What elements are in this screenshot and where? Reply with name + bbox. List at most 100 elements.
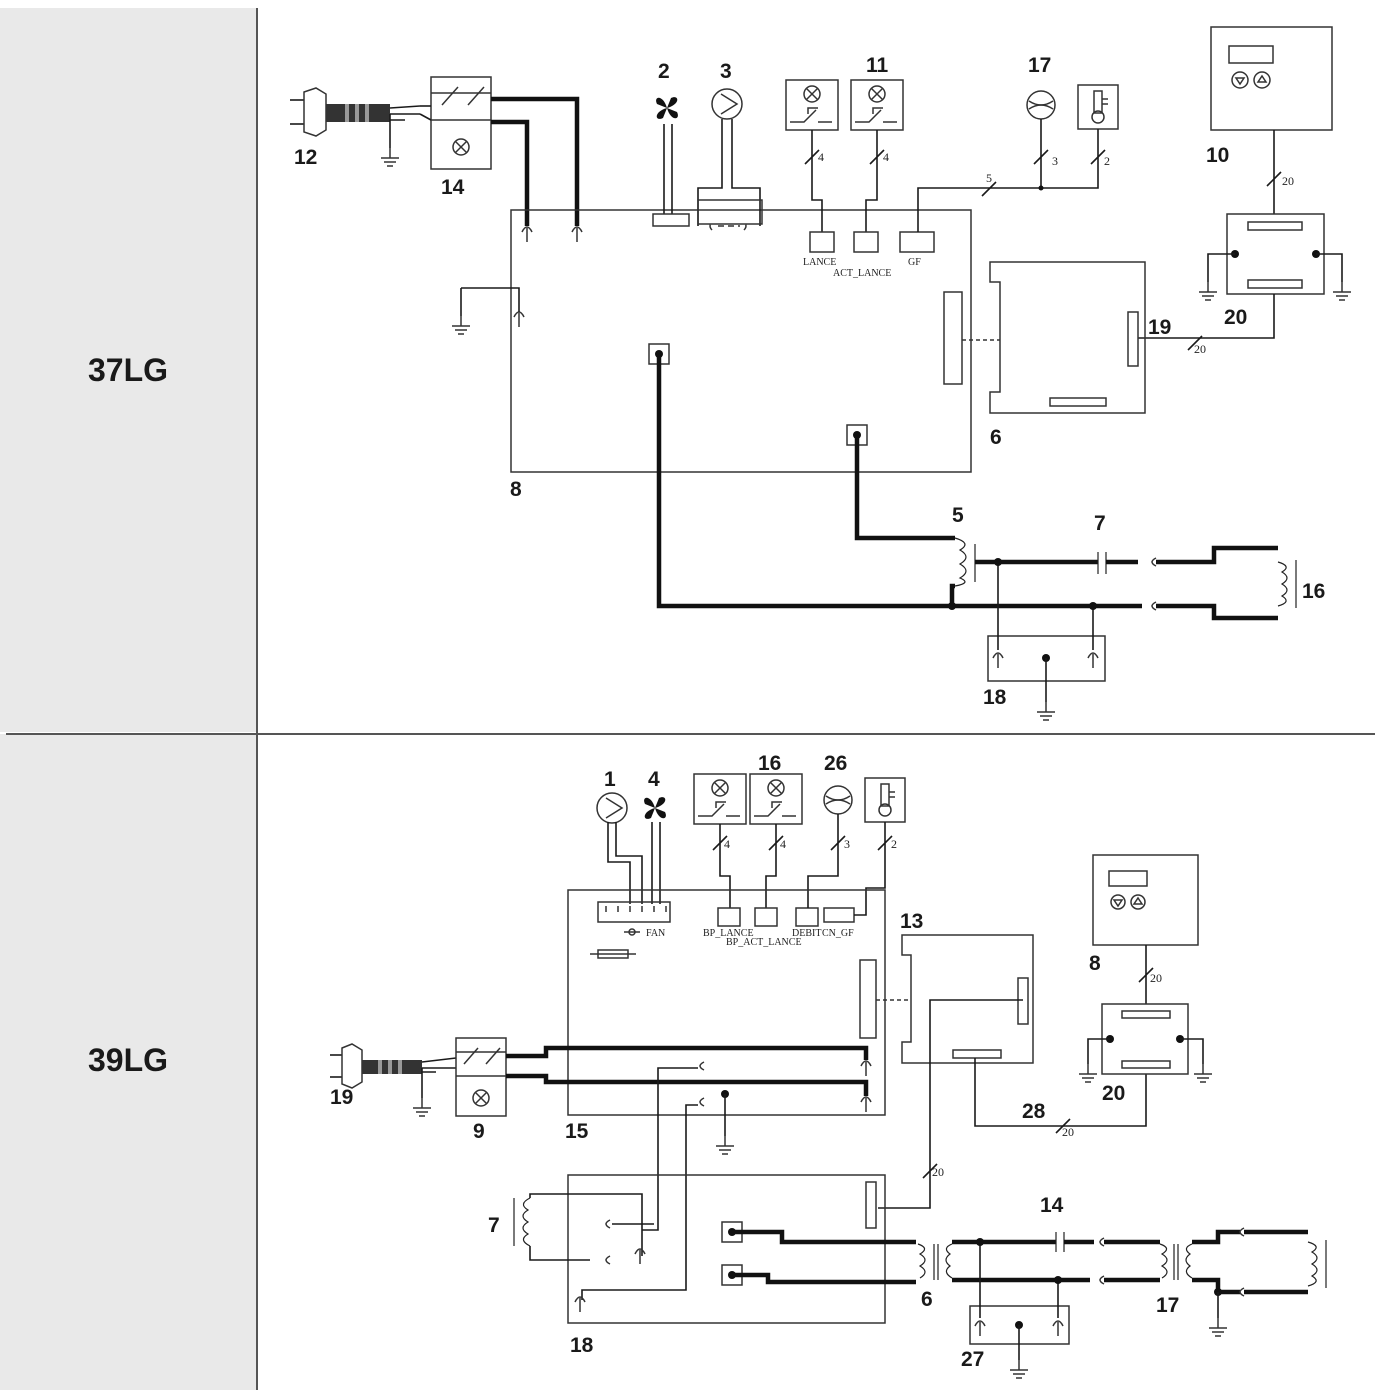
gauge-icon — [1026, 90, 1056, 120]
callout-2: 2 — [658, 60, 670, 83]
power-board-18 — [567, 1174, 886, 1324]
row-divider — [6, 733, 1375, 735]
connector-label: BP_LANCE — [703, 928, 754, 939]
main-board-15 — [567, 889, 886, 1116]
callout-16: 16 — [758, 752, 781, 775]
wire-count: 20 — [1150, 971, 1162, 985]
plug-icon — [290, 87, 421, 137]
coil-icon — [1277, 561, 1288, 607]
ground-icon — [1208, 1317, 1228, 1337]
callout-19: 19 — [330, 1086, 353, 1109]
wire-count: 4 — [780, 837, 786, 851]
model-label-39lg: 39LG — [87, 1042, 169, 1078]
callout-16: 16 — [1302, 580, 1325, 603]
coil-icon — [1159, 1243, 1168, 1279]
connector-label: FAN — [646, 928, 665, 939]
capacitor-icon — [1097, 552, 1107, 574]
callout-20: 20 — [1224, 306, 1247, 329]
wire-count: 3 — [844, 837, 850, 851]
pressure-switch-icon — [694, 774, 746, 824]
callout-6: 6 — [990, 426, 1002, 449]
callout-3: 3 — [720, 60, 732, 83]
ground-icon — [1332, 281, 1352, 301]
wire-count: 20 — [1062, 1125, 1074, 1139]
fan-icon — [656, 97, 678, 119]
connector-label: LANCE — [803, 257, 836, 268]
ground-icon — [451, 315, 471, 335]
coil-icon — [1307, 1241, 1318, 1287]
ground-icon — [1009, 1359, 1029, 1379]
callout-8: 8 — [510, 478, 522, 501]
callout-17: 17 — [1156, 1294, 1179, 1317]
control-panel-icon — [1092, 854, 1199, 946]
callout-7: 7 — [488, 1214, 500, 1237]
wire-count: 5 — [986, 171, 992, 185]
callout-10: 10 — [1206, 144, 1229, 167]
callout-14: 14 — [441, 176, 465, 199]
callout-28: 28 — [1022, 1100, 1046, 1123]
callout-13: 13 — [900, 910, 923, 933]
wire-count: 20 — [932, 1165, 944, 1179]
coil-icon — [954, 537, 967, 587]
main-board-8 — [510, 209, 972, 473]
fan-icon — [644, 797, 666, 819]
wire-count: 20 — [1282, 174, 1294, 188]
sidebar-37lg — [0, 8, 256, 732]
callout-18: 18 — [570, 1334, 594, 1357]
diagram-37lg: 2 3 11 17 10 12 14 20 19 6 8 5 7 16 18 4… — [290, 26, 1352, 721]
wire-count: 20 — [1194, 342, 1206, 356]
ground-icon — [380, 147, 400, 167]
connector-label: CN_GF — [822, 928, 854, 939]
column-divider — [256, 8, 258, 1390]
pump-icon — [711, 88, 743, 120]
control-panel-icon — [1210, 26, 1333, 131]
display-board-6 — [989, 261, 1146, 414]
ground-icon — [1198, 281, 1218, 301]
terminal-box-20 — [1226, 213, 1325, 295]
pump-icon — [596, 792, 628, 824]
callout-20: 20 — [1102, 1082, 1125, 1105]
wire-count: 4 — [883, 150, 889, 164]
callout-15: 15 — [565, 1120, 589, 1143]
model-label-37lg: 37LG — [87, 352, 169, 388]
callout-19: 19 — [1148, 316, 1171, 339]
capacitor-icon — [1055, 1232, 1065, 1252]
connector-label: BP_ACT_LANCE — [726, 937, 802, 948]
pressure-switch-icon — [750, 774, 802, 824]
callout-17: 17 — [1028, 54, 1051, 77]
connector-label: DEBIT — [792, 928, 821, 939]
callout-6: 6 — [921, 1288, 933, 1311]
plug-icon — [330, 1043, 457, 1089]
switch-lamp-icon — [455, 1037, 507, 1117]
callout-27: 27 — [961, 1348, 984, 1371]
connector-label: GF — [908, 257, 921, 268]
callout-9: 9 — [473, 1120, 485, 1143]
callout-5: 5 — [952, 504, 964, 527]
switch-lamp-icon — [430, 76, 492, 170]
terminal-box-20 — [1101, 1003, 1189, 1075]
callout-18: 18 — [983, 686, 1007, 709]
wire-count: 2 — [891, 837, 897, 851]
wire-count: 4 — [724, 837, 730, 851]
callout-11: 11 — [866, 54, 889, 77]
callout-1: 1 — [604, 768, 616, 791]
callout-26: 26 — [824, 752, 847, 775]
callout-7: 7 — [1094, 512, 1106, 535]
callout-14: 14 — [1040, 1194, 1064, 1217]
diagram-39lg: 1 4 16 26 13 8 20 19 9 15 28 7 14 6 17 1… — [330, 752, 1327, 1379]
callout-4: 4 — [648, 768, 660, 791]
connector-label: ACT_LANCE — [833, 268, 891, 279]
ground-icon — [1036, 701, 1056, 721]
pressure-switch-icon — [851, 80, 903, 130]
ground-icon — [412, 1097, 432, 1117]
wire-count: 3 — [1052, 154, 1058, 168]
thermostat-icon — [864, 777, 906, 823]
callout-8: 8 — [1089, 952, 1101, 975]
display-board-13 — [901, 934, 1034, 1064]
thermostat-icon — [1077, 84, 1119, 130]
wire-count: 2 — [1104, 154, 1110, 168]
ground-icon — [715, 1135, 735, 1155]
ground-icon — [1078, 1063, 1098, 1083]
